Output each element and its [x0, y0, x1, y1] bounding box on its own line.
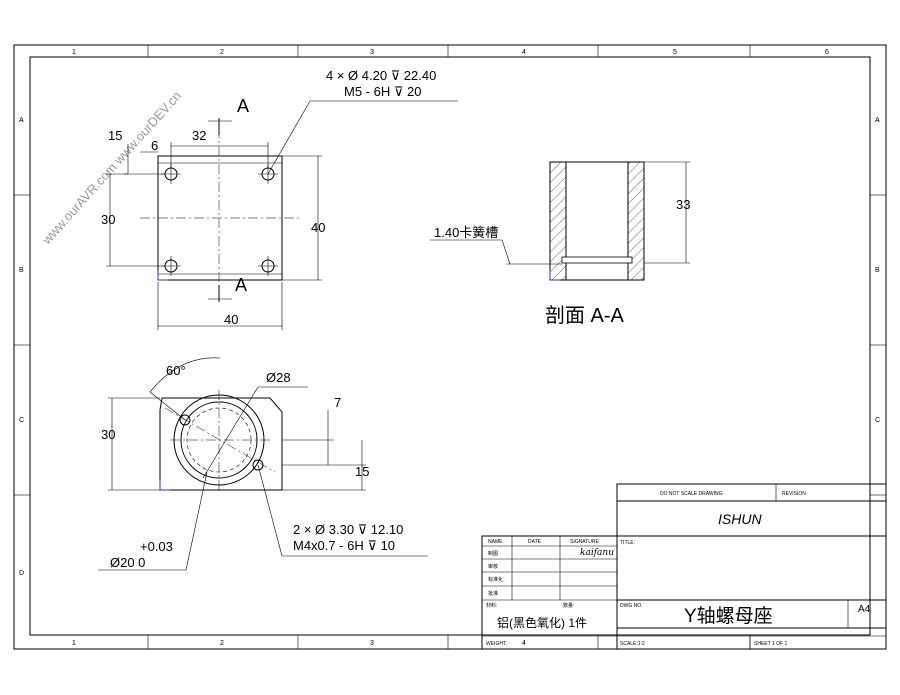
row-approved: 批准 [488, 590, 498, 597]
signature: kaifanu [580, 548, 614, 558]
dim-33: 33 [676, 197, 690, 212]
dim-7: 7 [334, 395, 341, 410]
col-label-bottom: 4 [522, 640, 526, 647]
col-label-bottom: 2 [220, 640, 224, 647]
groove-label: 1.40卡簧槽 [434, 225, 498, 240]
col-label-bottom: 3 [370, 640, 374, 647]
row-label-right: C [875, 417, 880, 424]
section-mark: A [235, 275, 247, 295]
row-label-right: A [875, 117, 880, 124]
dim-40-bottom: 40 [224, 312, 238, 327]
col-label-top: 3 [370, 49, 374, 56]
bottom-hole-callout-line1: 2 × Ø 3.30 ⊽ 12.10 [293, 522, 403, 537]
row-label-left: D [19, 570, 24, 577]
name-column-header: NAME [488, 539, 503, 545]
weight-label: WEIGHT: [486, 641, 507, 647]
angle-60: 60° [166, 363, 186, 378]
col-label-top: 6 [825, 49, 829, 56]
material-value: 铝(黑色氧化) 1件 [497, 615, 587, 630]
top-view: A A 32 6 15 30 40 40 4 × Ø 4.20 ⊽ 22. [101, 68, 458, 330]
dim-15: 15 [108, 128, 122, 143]
section-mark: A [237, 96, 249, 116]
dim-15-bottom: 15 [355, 464, 369, 479]
row-label-left: B [19, 267, 24, 274]
col-label-top: 2 [220, 49, 224, 56]
hole-callout-line1: 4 × Ø 4.20 ⊽ 22.40 [326, 68, 436, 83]
dim-40-right: 40 [311, 220, 325, 235]
company-name: ISHUN [718, 511, 762, 527]
col-label-top: 5 [673, 49, 677, 56]
material-label: 材料: [486, 602, 497, 609]
tolerance-diameter: Ø20 0 [110, 555, 145, 570]
hole-callout-line2: M5 - 6H ⊽ 20 [344, 84, 421, 99]
row-label-left: C [19, 417, 24, 424]
row-standard: 标准化 [488, 576, 503, 583]
row-checked: 审核 [488, 563, 498, 570]
dwg-no-label: DWG NO. [620, 603, 643, 609]
row-drawn: 制图 [488, 550, 498, 557]
scale-label: SCALE:1:2 [620, 641, 645, 647]
row-label-left: A [19, 117, 24, 124]
section-view: 33 1.40卡簧槽 剖面 A-A [430, 161, 690, 327]
revision-label: REVISION [782, 491, 806, 497]
dim-30-bottom: 30 [101, 427, 115, 442]
dim-6: 6 [151, 138, 158, 153]
bottom-hole-callout-line2: M4x0.7 - 6H ⊽ 10 [293, 538, 395, 553]
title-label: TITLE: [620, 540, 635, 546]
drawing-title: Y轴螺母座 [684, 605, 773, 627]
row-label-right: B [875, 267, 880, 274]
title-block: DO NOT SCALE DRAWING REVISION ISHUN TITL… [481, 483, 887, 650]
quantity-label: 数量: [563, 602, 574, 609]
date-column-header: DATE [528, 539, 542, 545]
col-label-top: 4 [522, 49, 526, 56]
signature-column-header: SIGNATURE [570, 539, 599, 545]
col-label-bottom: 1 [72, 640, 76, 647]
tapped-hole [179, 414, 191, 426]
dim-32: 32 [192, 128, 206, 143]
section-title: 剖面 A-A [545, 304, 625, 327]
bottom-view: 60° Ø28 30 7 15 2 × Ø 3.30 ⊽ 12.10 M4x0.… [98, 357, 428, 571]
tolerance-upper: +0.03 [140, 539, 173, 554]
sheet-size: A4 [858, 604, 871, 615]
col-label-top: 1 [72, 49, 76, 56]
sheet-number-label: SHEET 1 OF 1 [754, 641, 787, 647]
bore-diameter: Ø28 [266, 370, 291, 385]
dim-30: 30 [101, 212, 115, 227]
do-not-scale-label: DO NOT SCALE DRAWING [660, 491, 723, 497]
